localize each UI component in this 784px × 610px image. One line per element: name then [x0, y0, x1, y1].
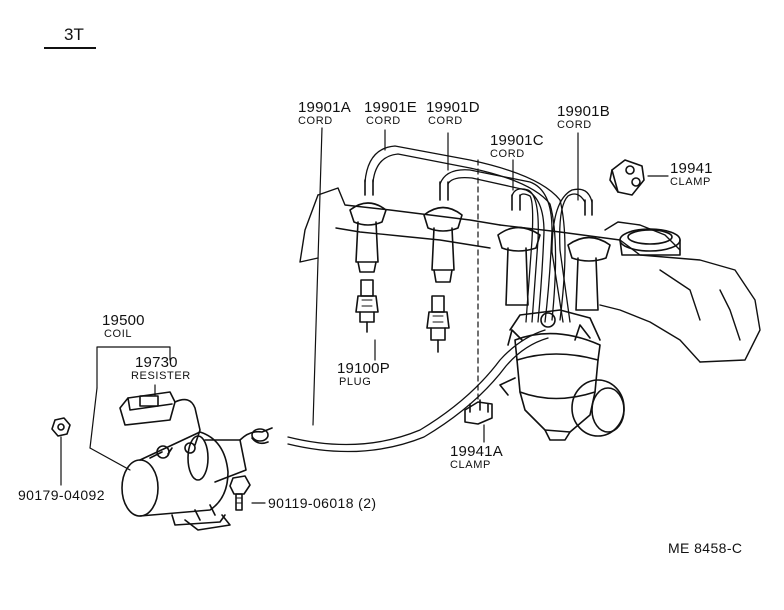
plug-number: 19100P [337, 360, 390, 377]
nut [51, 417, 71, 437]
cord-clamp-a [464, 399, 493, 425]
resister-name: RESISTER [131, 370, 191, 382]
bolt [229, 475, 251, 511]
model-underline [44, 47, 96, 49]
plug-boot-3 [497, 194, 541, 306]
cord-e-number: 19901E [364, 99, 417, 116]
nut-number: 90179-04092 [18, 487, 105, 503]
clamp-name: CLAMP [670, 176, 711, 188]
plug-boot-1 [349, 179, 387, 273]
filler-cap [619, 228, 681, 256]
resister-number: 19730 [135, 354, 178, 371]
ignition-coil [121, 427, 273, 531]
cord-a-name: CORD [298, 115, 333, 127]
spark-plug-2 [426, 295, 450, 353]
coil-name: COIL [104, 328, 133, 340]
cord-a-number: 19901A [298, 99, 351, 116]
clamp-number: 19941 [670, 160, 713, 177]
plug-boot-4 [567, 199, 611, 311]
plug-name: PLUG [339, 376, 372, 388]
cord-d-number: 19901D [426, 99, 480, 116]
resister [119, 391, 201, 446]
coil-number: 19500 [102, 312, 145, 329]
cord-c-name: CORD [490, 148, 525, 160]
cord-clamp [609, 159, 645, 196]
cord-b-number: 19901B [557, 103, 610, 120]
distributor [499, 309, 625, 441]
plug-boot-2 [423, 181, 463, 283]
reference-code: ME 8458-C [668, 540, 743, 556]
cord-b-name: CORD [557, 119, 592, 131]
model-label: 3T [64, 25, 84, 44]
clamp-a-name: CLAMP [450, 459, 491, 471]
cord-c-number: 19901C [490, 132, 544, 149]
cord-d-name: CORD [428, 115, 463, 127]
leader-lines [60, 127, 669, 504]
ignition-cords [287, 145, 593, 453]
cord-e-name: CORD [366, 115, 401, 127]
clamp-a-number: 19941A [450, 443, 503, 460]
bolt-number: 90119-06018 (2) [268, 495, 377, 511]
spark-plug-1 [355, 279, 379, 333]
